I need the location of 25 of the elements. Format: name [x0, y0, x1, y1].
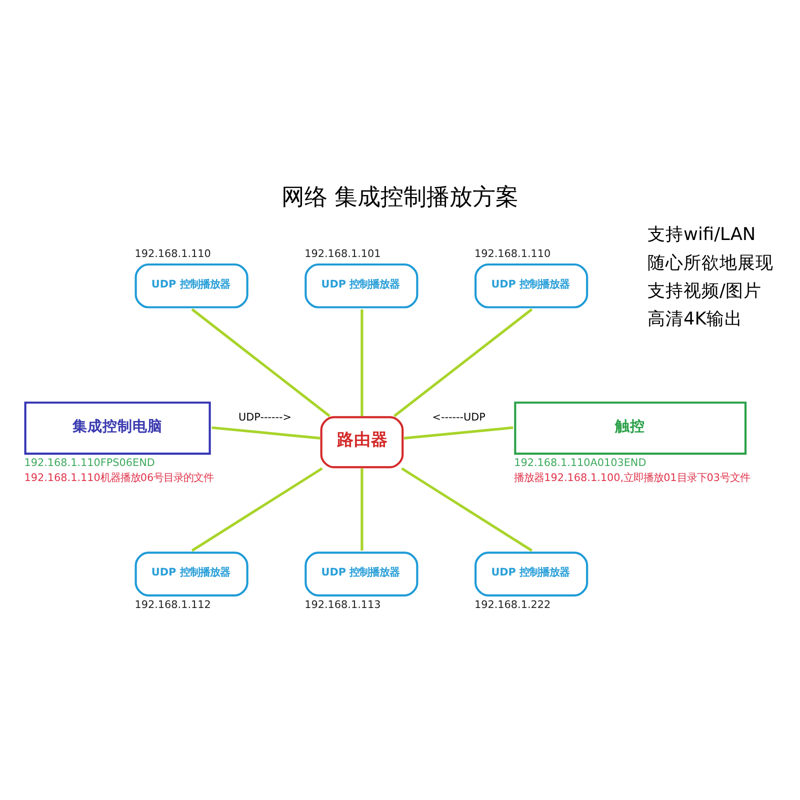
edge-label: <------UDP [432, 411, 486, 424]
diagram-title: 网络 集成控制播放方案 [281, 184, 519, 211]
node-label: 192.168.1.101 [304, 248, 381, 260]
connector [394, 308, 533, 418]
node-label: 192.168.1.110A0103END [514, 457, 646, 470]
connector [191, 467, 323, 552]
connector [360, 468, 364, 551]
connector [360, 309, 364, 416]
node-label: 192.168.1.113 [304, 598, 381, 611]
connector [191, 308, 330, 418]
label: 高清4K输出 [648, 310, 742, 330]
connector [212, 426, 320, 440]
node-label: 播放器192.168.1.100,立即播放01目录下03号文件 [514, 472, 750, 484]
node-label: 192.168.1.110FPS06END [24, 457, 155, 470]
label: 随心所欲地展现 [648, 253, 774, 274]
connector [404, 426, 514, 440]
node-label: 192.168.1.110 [474, 248, 551, 260]
label: 支持视频/图片 [648, 281, 762, 302]
node-label: 192.168.1.110机器播放06号目录的文件 [24, 472, 214, 484]
node-label: 192.168.1.112 [134, 598, 211, 611]
label: 支持wifi/LAN [648, 225, 756, 246]
connector [401, 467, 533, 552]
node-label: 192.168.1.222 [474, 598, 551, 611]
node-label: 192.168.1.110 [134, 248, 211, 260]
edge-label: UDP------> [238, 411, 292, 424]
